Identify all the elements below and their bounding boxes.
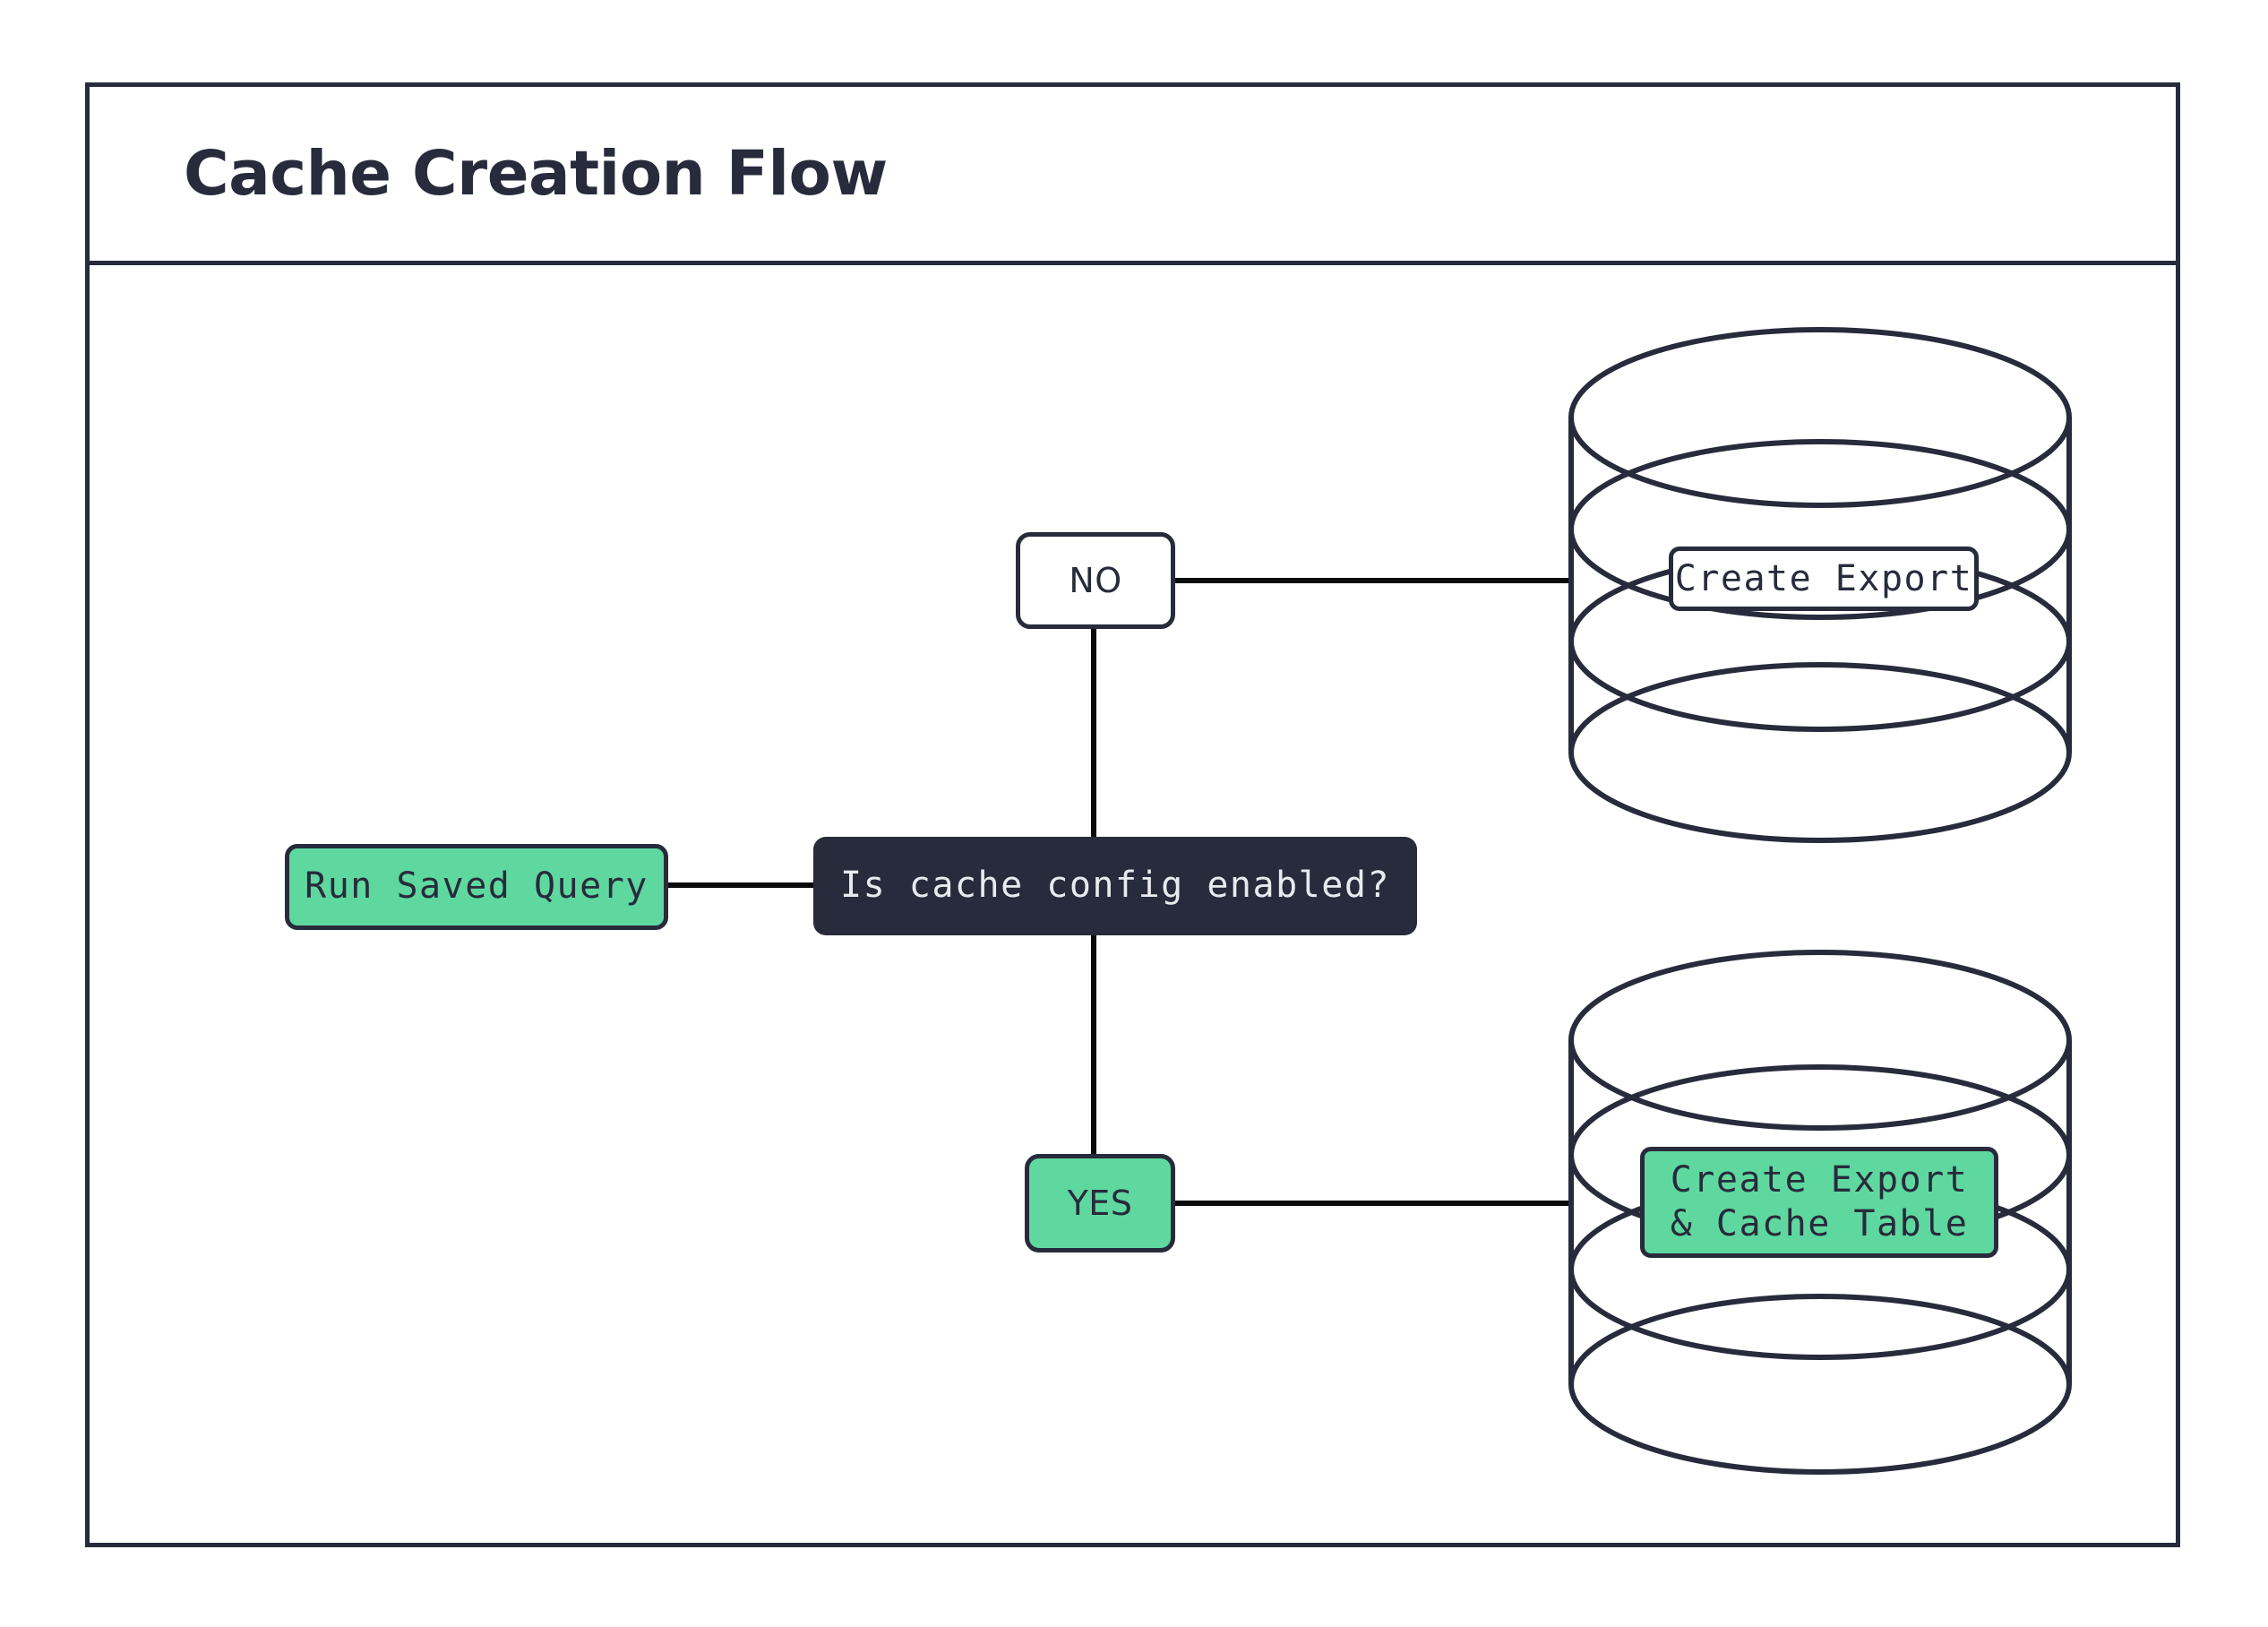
diagram-frame: Cache Creation Flow [85,82,2180,1547]
branch-label-no[interactable]: NO [1016,532,1175,629]
diagram-header: Cache Creation Flow [90,87,2176,265]
page-title: Cache Creation Flow [184,138,888,210]
node-is-cache-config-enabled[interactable]: Is cache config enabled? [813,837,1417,935]
branch-label-yes[interactable]: YES [1025,1154,1175,1253]
db-label-create-export[interactable]: Create Export [1669,547,1979,611]
db-label-create-export-cache-table[interactable]: Create Export & Cache Table [1640,1147,1998,1258]
node-run-saved-query[interactable]: Run Saved Query [285,844,668,930]
